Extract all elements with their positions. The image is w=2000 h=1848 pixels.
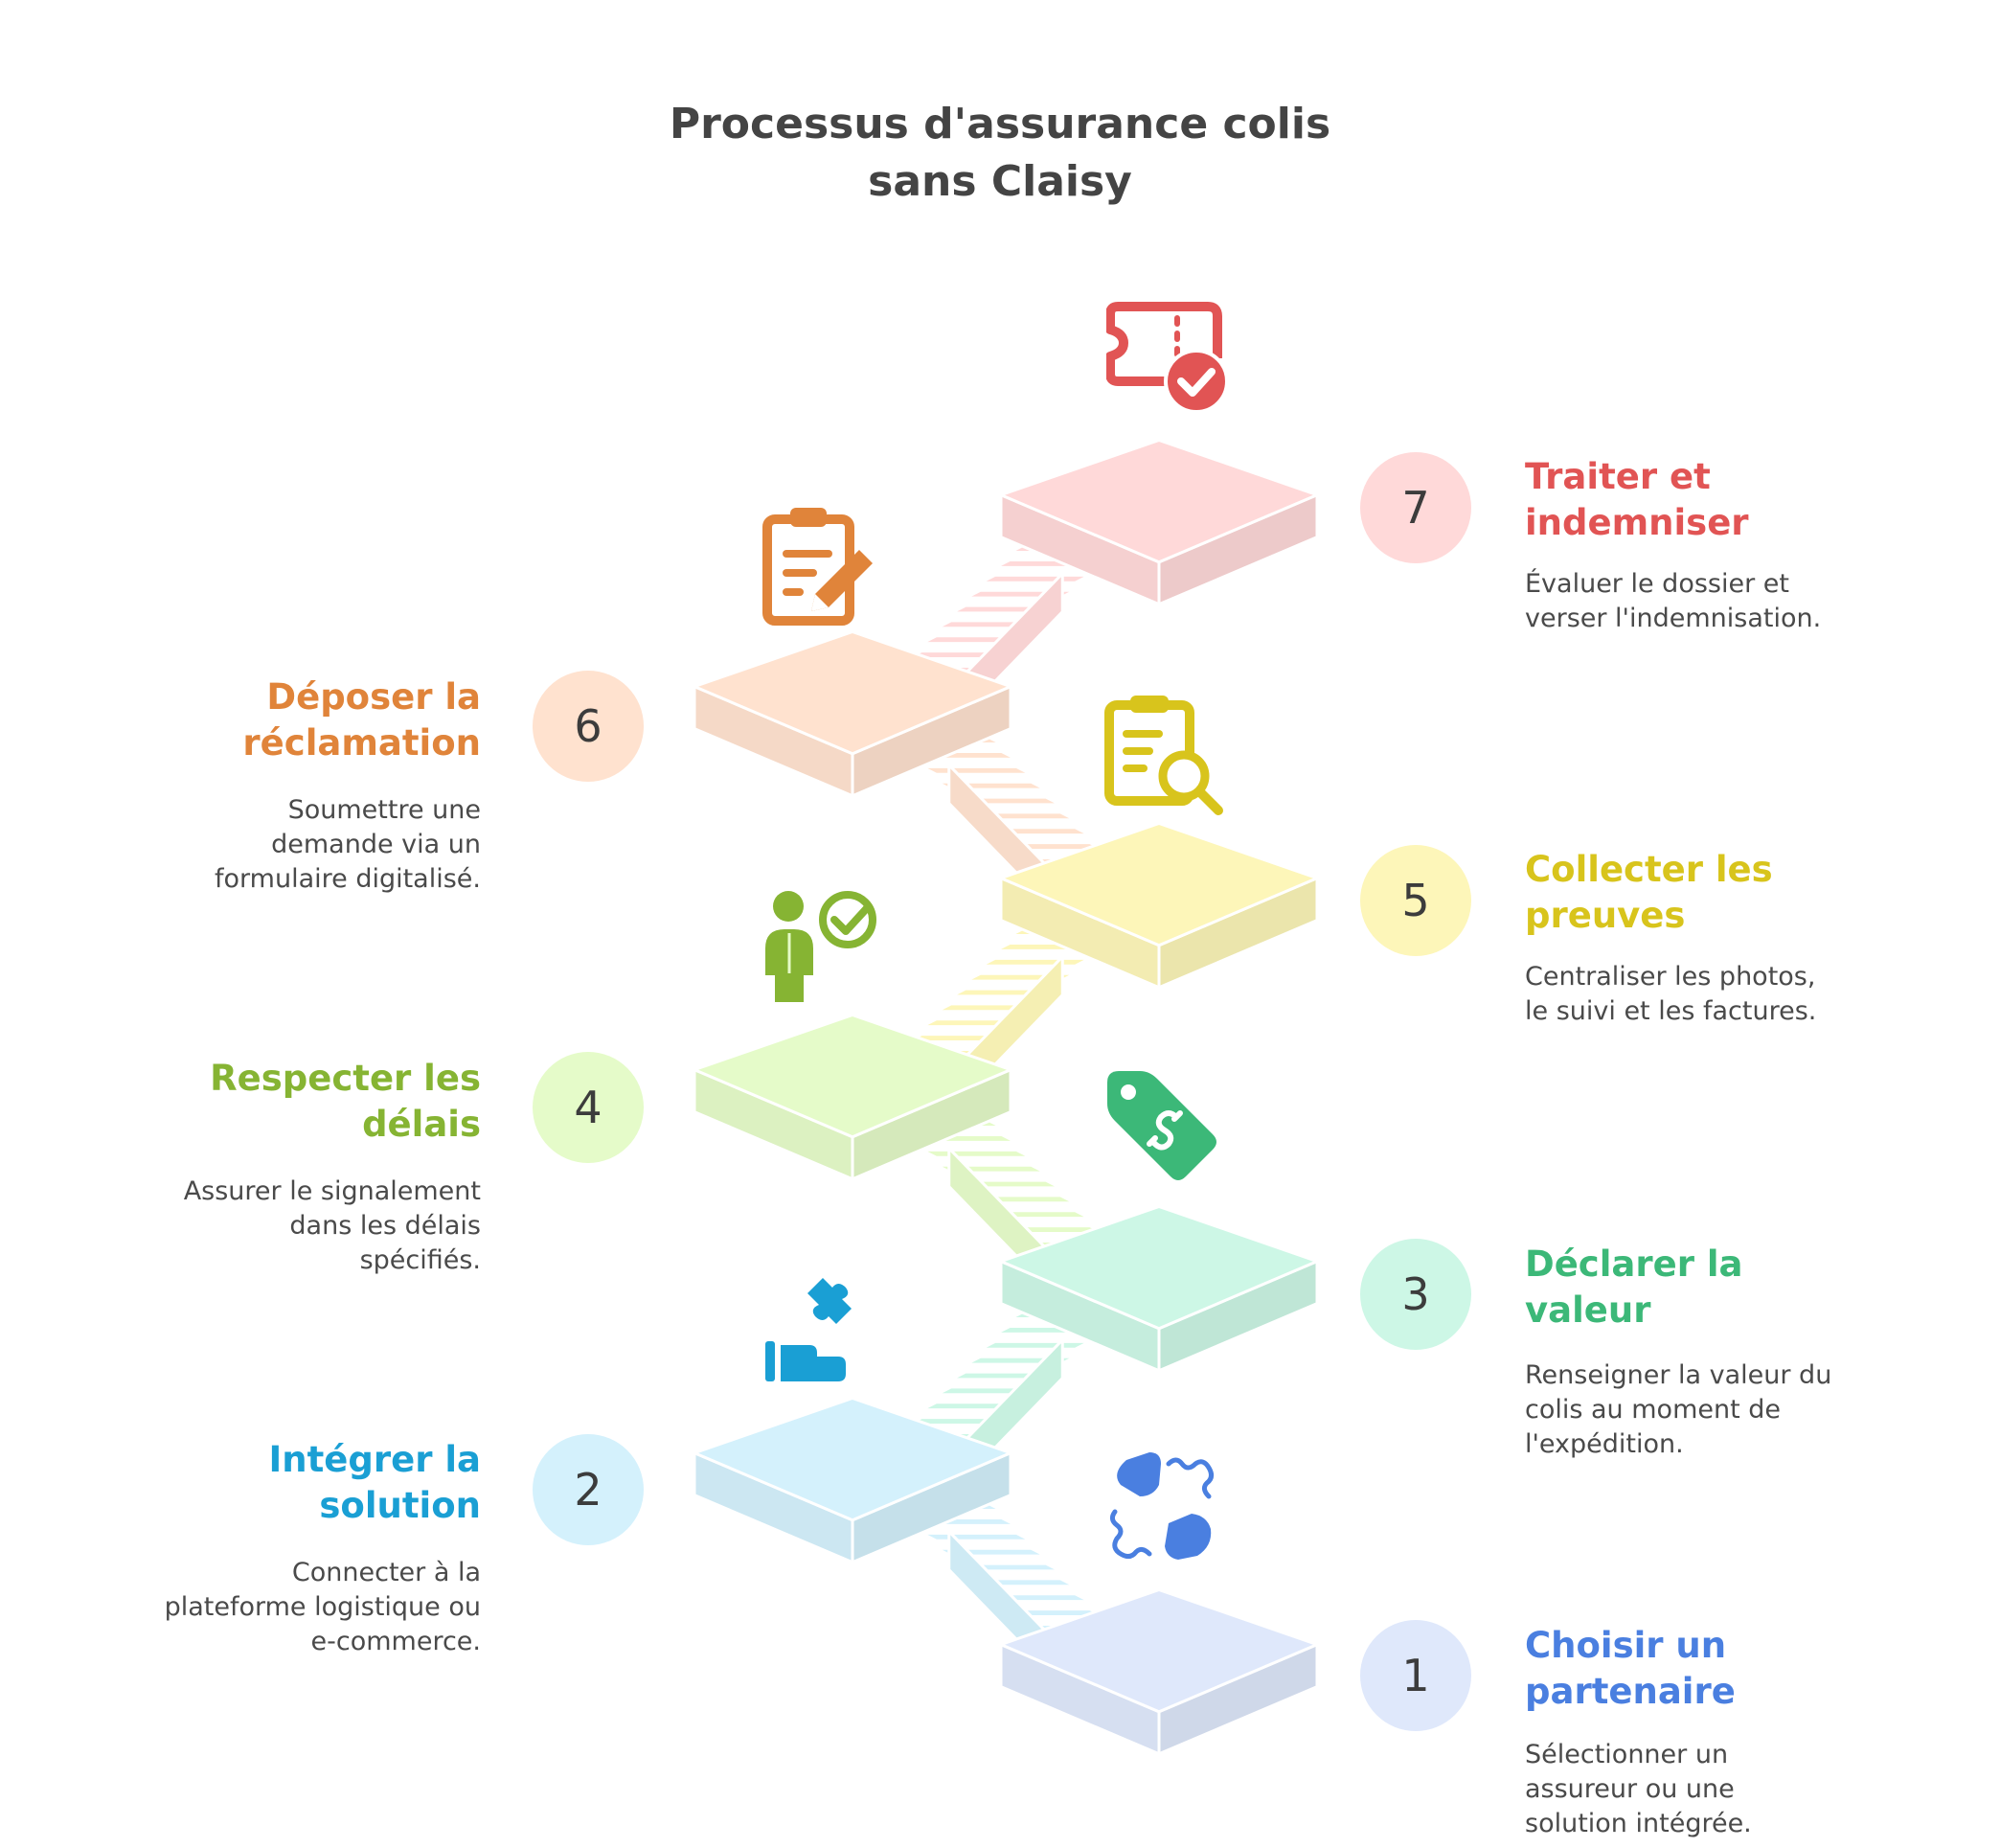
stair-step-6-7 bbox=[979, 573, 1092, 584]
platform-1-top bbox=[999, 1587, 1319, 1714]
step-2-badge: 2 bbox=[533, 1434, 644, 1545]
step-6-description: Soumettre une demande via un formulaire … bbox=[126, 793, 481, 897]
platform-6-top bbox=[693, 629, 1012, 756]
step-6-badge: 6 bbox=[533, 671, 644, 782]
step-7-title: Traiter et indemniser bbox=[1525, 454, 1851, 546]
price-tag-icon bbox=[1107, 1071, 1216, 1180]
step-6-desc-line-1: Soumettre une bbox=[287, 795, 481, 825]
step-2-number: 2 bbox=[574, 1464, 602, 1516]
step-3-badge: 3 bbox=[1360, 1239, 1471, 1350]
step-4-desc-line-1: Assurer le signalement bbox=[183, 1176, 481, 1206]
step-5-description: Centraliser les photos, le suivi et les … bbox=[1525, 960, 1879, 1029]
step-7-desc-line-2: verser l'indemnisation. bbox=[1525, 604, 1822, 633]
step-6-desc-line-3: formulaire digitalisé. bbox=[215, 864, 481, 894]
step-1-desc-line-1: Sélectionner un bbox=[1525, 1740, 1729, 1769]
title-line-1: Processus d'assurance colis bbox=[669, 100, 1331, 148]
stair-step-5-7 bbox=[920, 764, 1033, 776]
step-7-number: 7 bbox=[1401, 482, 1430, 534]
clipboard-edit-icon bbox=[762, 508, 873, 626]
step-1-badge: 1 bbox=[1360, 1620, 1471, 1731]
step-1-number: 1 bbox=[1401, 1650, 1430, 1701]
step-5-number: 5 bbox=[1401, 875, 1430, 926]
handshake-icon bbox=[1109, 1452, 1215, 1560]
step-1-desc-line-2: assureur ou une bbox=[1525, 1774, 1735, 1804]
step-5-title-line-2: preuves bbox=[1525, 895, 1686, 936]
step-7-description: Évaluer le dossier et verser l'indemnisa… bbox=[1525, 567, 1879, 636]
step-3-title-line-1: Déclarer la bbox=[1525, 1243, 1743, 1285]
step-2-description: Connecter à la plateforme logistique ou … bbox=[126, 1556, 481, 1659]
step-4-title-line-1: Respecter les bbox=[210, 1058, 481, 1099]
step-7-title-line-1: Traiter et bbox=[1525, 456, 1711, 497]
step-3-number: 3 bbox=[1401, 1268, 1430, 1320]
step-5-desc-line-2: le suivi et les factures. bbox=[1525, 996, 1817, 1026]
step-7-title-line-2: indemniser bbox=[1525, 502, 1749, 543]
step-6-title-line-1: Déposer la bbox=[266, 676, 481, 718]
ticket-check-icon bbox=[1106, 302, 1229, 414]
step-6-number: 6 bbox=[574, 700, 602, 752]
step-5-desc-line-1: Centraliser les photos, bbox=[1525, 962, 1816, 992]
step-3-description: Renseigner la valeur du colis au moment … bbox=[1525, 1358, 1879, 1462]
step-1-title-line-1: Choisir un bbox=[1525, 1625, 1727, 1666]
step-2-desc-line-1: Connecter à la bbox=[291, 1558, 481, 1587]
step-2-desc-line-3: e-commerce. bbox=[310, 1627, 481, 1656]
step-4-badge: 4 bbox=[533, 1052, 644, 1163]
stair-step-1-7 bbox=[920, 1531, 1033, 1542]
platform-3-top bbox=[999, 1204, 1319, 1331]
step-4-title: Respecter les délais bbox=[155, 1056, 481, 1148]
step-2-desc-line-2: plateforme logistique ou bbox=[164, 1592, 481, 1622]
step-4-desc-line-2: dans les délais bbox=[289, 1211, 481, 1241]
stair-step-3-7 bbox=[920, 1148, 1033, 1159]
platform-2-top bbox=[693, 1396, 1012, 1522]
step-3-desc-line-1: Renseigner la valeur du bbox=[1525, 1360, 1832, 1390]
step-4-description: Assurer le signalement dans les délais s… bbox=[126, 1175, 481, 1278]
step-1-title-line-2: partenaire bbox=[1525, 1671, 1736, 1712]
step-6-title: Déposer la réclamation bbox=[155, 674, 481, 766]
step-3-desc-line-2: colis au moment de bbox=[1525, 1395, 1782, 1425]
step-1-desc-line-3: solution intégrée. bbox=[1525, 1809, 1752, 1838]
step-5-title-line-1: Collecter les bbox=[1525, 849, 1773, 890]
stair-step-4-7 bbox=[979, 956, 1092, 968]
title-line-2: sans Claisy bbox=[868, 157, 1132, 206]
step-3-title: Déclarer la valeur bbox=[1525, 1242, 1851, 1334]
step-6-title-line-2: réclamation bbox=[242, 722, 481, 764]
step-4-desc-line-3: spécifiés. bbox=[359, 1245, 481, 1275]
step-4-number: 4 bbox=[574, 1082, 602, 1133]
step-3-title-line-2: valeur bbox=[1525, 1289, 1651, 1331]
step-7-desc-line-1: Évaluer le dossier et bbox=[1525, 569, 1789, 599]
stair-step-2-7 bbox=[979, 1339, 1092, 1351]
step-3-desc-line-3: l'expédition. bbox=[1525, 1429, 1684, 1459]
step-1-title: Choisir un partenaire bbox=[1525, 1623, 1851, 1715]
step-6-desc-line-2: demande via un bbox=[271, 830, 481, 859]
step-2-title-line-1: Intégrer la bbox=[268, 1439, 482, 1480]
diagram-title: Processus d'assurance colis sans Claisy bbox=[0, 96, 2000, 211]
platform-5-top bbox=[999, 821, 1319, 947]
puzzle-hand-icon bbox=[765, 1278, 852, 1381]
step-4-title-line-2: délais bbox=[362, 1104, 481, 1145]
document-search-icon bbox=[1104, 696, 1223, 815]
step-5-title: Collecter les preuves bbox=[1525, 847, 1851, 939]
step-2-title: Intégrer la solution bbox=[155, 1437, 482, 1529]
platform-7-top bbox=[999, 438, 1319, 564]
platform-4-top bbox=[693, 1013, 1012, 1139]
step-5-badge: 5 bbox=[1360, 845, 1471, 956]
person-check-icon bbox=[765, 891, 876, 1002]
step-7-badge: 7 bbox=[1360, 452, 1471, 563]
step-1-description: Sélectionner un assureur ou une solution… bbox=[1525, 1738, 1879, 1841]
step-2-title-line-2: solution bbox=[319, 1485, 481, 1526]
